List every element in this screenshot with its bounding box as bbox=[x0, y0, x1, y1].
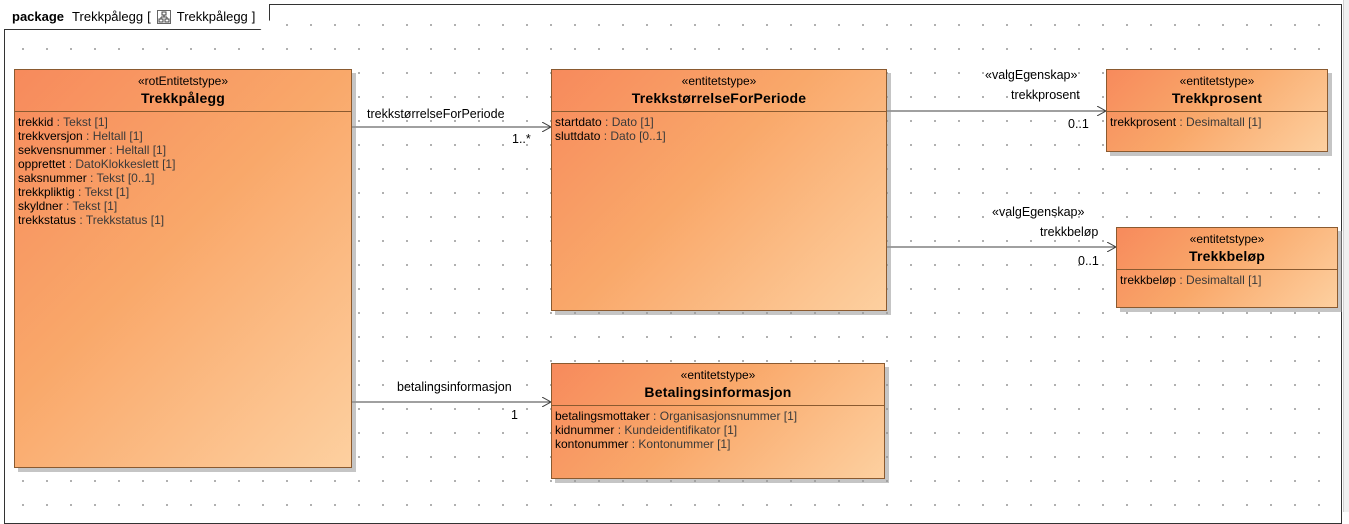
class-trekkpalegg[interactable]: «rotEntitetstype» Trekkpålegg trekkid : … bbox=[14, 69, 352, 468]
attribute-row[interactable]: opprettet : DatoKlokkeslett [1] bbox=[18, 157, 348, 171]
attribute-type: Desimaltall [1] bbox=[1186, 273, 1262, 287]
attribute-separator: : bbox=[601, 115, 612, 129]
class-name: TrekkstørrelseForPeriode bbox=[631, 90, 807, 106]
association-multiplicity-trekkstorrelse: 1..* bbox=[512, 132, 531, 146]
class-name: Trekkpålegg bbox=[141, 90, 225, 106]
class-name: Betalingsinformasjon bbox=[644, 384, 792, 400]
association-role-trekkprosent[interactable]: trekkprosent bbox=[1011, 88, 1080, 102]
association-stereotype-trekkbelop: «valgEgenskap» bbox=[992, 205, 1085, 219]
scrollbar-edge[interactable] bbox=[1343, 0, 1349, 512]
attribute-separator: : bbox=[649, 409, 660, 423]
attribute-list: trekkprosent : Desimaltall [1] bbox=[1107, 112, 1327, 132]
attribute-row[interactable]: trekkstatus : Trekkstatus [1] bbox=[18, 213, 348, 227]
attribute-type: Dato [1] bbox=[611, 115, 654, 129]
association-multiplicity-trekkbelop: 0..1 bbox=[1078, 254, 1099, 268]
attribute-type: Heltall [1] bbox=[92, 129, 143, 143]
association-lines bbox=[352, 0, 1349, 512]
attribute-name: kontonummer bbox=[555, 437, 629, 451]
package-diagram-name: Trekkpålegg bbox=[176, 9, 248, 24]
attribute-row[interactable]: startdato : Dato [1] bbox=[555, 115, 883, 129]
attribute-separator: : bbox=[106, 143, 117, 157]
attribute-list: trekkid : Tekst [1] trekkversjon : Helta… bbox=[15, 112, 351, 230]
attribute-row[interactable]: skyldner : Tekst [1] bbox=[18, 199, 348, 213]
attribute-name: trekkbeløp bbox=[1120, 273, 1177, 287]
attribute-row[interactable]: trekkid : Tekst [1] bbox=[18, 115, 348, 129]
attribute-name: trekkversjon bbox=[18, 129, 83, 143]
attribute-type: Kundeidentifikator [1] bbox=[624, 423, 738, 437]
attribute-type: Dato [0..1] bbox=[610, 129, 666, 143]
association-multiplicity-trekkprosent: 0..1 bbox=[1068, 117, 1089, 131]
attribute-row[interactable]: kontonummer : Kontonummer [1] bbox=[555, 437, 881, 451]
attribute-name: trekkpliktig bbox=[18, 185, 75, 199]
attribute-list: startdato : Dato [1] sluttdato : Dato [0… bbox=[552, 112, 886, 146]
attribute-row[interactable]: sekvensnummer : Heltall [1] bbox=[18, 143, 348, 157]
attribute-type: Kontonummer [1] bbox=[638, 437, 731, 451]
attribute-type: DatoKlokkeslett [1] bbox=[75, 157, 176, 171]
attribute-separator: : bbox=[1176, 273, 1187, 287]
attribute-name: trekkstatus bbox=[18, 213, 77, 227]
attribute-name: trekkprosent bbox=[1110, 115, 1177, 129]
class-stereotype: «entitetstype» bbox=[680, 368, 756, 382]
attribute-row[interactable]: trekkbeløp : Desimaltall [1] bbox=[1120, 273, 1334, 287]
attribute-separator: : bbox=[76, 213, 86, 227]
attribute-name: startdato bbox=[555, 115, 602, 129]
association-role-betalingsinformasjon[interactable]: betalingsinformasjon bbox=[397, 380, 512, 394]
attribute-name: betalingsmottaker bbox=[555, 409, 650, 423]
package-keyword: package bbox=[12, 9, 65, 24]
class-name: Trekkbeløp bbox=[1189, 248, 1265, 264]
attribute-name: sluttdato bbox=[555, 129, 601, 143]
attribute-row[interactable]: trekkprosent : Desimaltall [1] bbox=[1110, 115, 1324, 129]
class-trekkbelop[interactable]: «entitetstype» Trekkbeløp trekkbeløp : D… bbox=[1116, 227, 1338, 308]
attribute-name: saksnummer bbox=[18, 171, 87, 185]
class-stereotype: «rotEntitetstype» bbox=[137, 74, 229, 88]
attribute-type: Trekkstatus [1] bbox=[85, 213, 165, 227]
package-name: Trekkpålegg bbox=[72, 9, 144, 24]
class-trekkprosent[interactable]: «entitetstype» Trekkprosent trekkprosent… bbox=[1106, 69, 1328, 152]
attribute-separator: : bbox=[628, 437, 639, 451]
association-role-trekkbelop[interactable]: trekkbeløp bbox=[1040, 225, 1099, 239]
attribute-name: sekvensnummer bbox=[18, 143, 107, 157]
attribute-separator: : bbox=[62, 199, 73, 213]
package-open-bracket: [ bbox=[147, 9, 151, 24]
association-stereotype-trekkprosent: «valgEgenskap» bbox=[985, 68, 1078, 82]
attribute-row[interactable]: trekkpliktig : Tekst [1] bbox=[18, 185, 348, 199]
attribute-type: Tekst [1] bbox=[84, 185, 130, 199]
attribute-separator: : bbox=[65, 157, 76, 171]
attribute-name: skyldner bbox=[18, 199, 63, 213]
association-multiplicity-betalingsinformasjon: 1 bbox=[511, 408, 518, 422]
attribute-type: Tekst [1] bbox=[63, 115, 108, 129]
attribute-separator: : bbox=[53, 115, 64, 129]
package-tab[interactable]: package Trekkpålegg [ Trekkpålegg ] bbox=[4, 4, 270, 30]
attribute-type: Desimaltall [1] bbox=[1186, 115, 1262, 129]
attribute-type: Tekst [0..1] bbox=[96, 171, 155, 185]
attribute-row[interactable]: sluttdato : Dato [0..1] bbox=[555, 129, 883, 143]
attribute-name: kidnummer bbox=[555, 423, 615, 437]
attribute-separator: : bbox=[600, 129, 611, 143]
class-stereotype: «entitetstype» bbox=[1189, 232, 1265, 246]
attribute-row[interactable]: trekkversjon : Heltall [1] bbox=[18, 129, 348, 143]
attribute-separator: : bbox=[86, 171, 97, 185]
class-name: Trekkprosent bbox=[1171, 90, 1263, 106]
class-diagram-icon bbox=[157, 10, 171, 24]
attribute-row[interactable]: kidnummer : Kundeidentifikator [1] bbox=[555, 423, 881, 437]
attribute-type: Organisasjonsnummer [1] bbox=[659, 409, 798, 423]
attribute-name: trekkid bbox=[18, 115, 54, 129]
attribute-list: betalingsmottaker : Organisasjonsnummer … bbox=[552, 406, 884, 454]
attribute-separator: : bbox=[1176, 115, 1187, 129]
class-stereotype: «entitetstype» bbox=[681, 74, 757, 88]
attribute-name: opprettet bbox=[18, 157, 66, 171]
class-trekkstorrelseforperiode[interactable]: «entitetstype» TrekkstørrelseForPeriode … bbox=[551, 69, 887, 311]
class-betalingsinformasjon[interactable]: «entitetstype» Betalingsinformasjon beta… bbox=[551, 363, 885, 479]
association-role-trekkstorrelse[interactable]: trekkstørrelseForPeriode bbox=[367, 107, 505, 121]
attribute-list: trekkbeløp : Desimaltall [1] bbox=[1117, 270, 1337, 290]
attribute-separator: : bbox=[74, 185, 85, 199]
attribute-type: Tekst [1] bbox=[72, 199, 118, 213]
class-stereotype: «entitetstype» bbox=[1179, 74, 1255, 88]
package-close-bracket: ] bbox=[251, 9, 256, 24]
attribute-separator: : bbox=[82, 129, 93, 143]
attribute-type: Heltall [1] bbox=[116, 143, 167, 157]
attribute-separator: : bbox=[614, 423, 625, 437]
attribute-row[interactable]: betalingsmottaker : Organisasjonsnummer … bbox=[555, 409, 881, 423]
attribute-row[interactable]: saksnummer : Tekst [0..1] bbox=[18, 171, 348, 185]
